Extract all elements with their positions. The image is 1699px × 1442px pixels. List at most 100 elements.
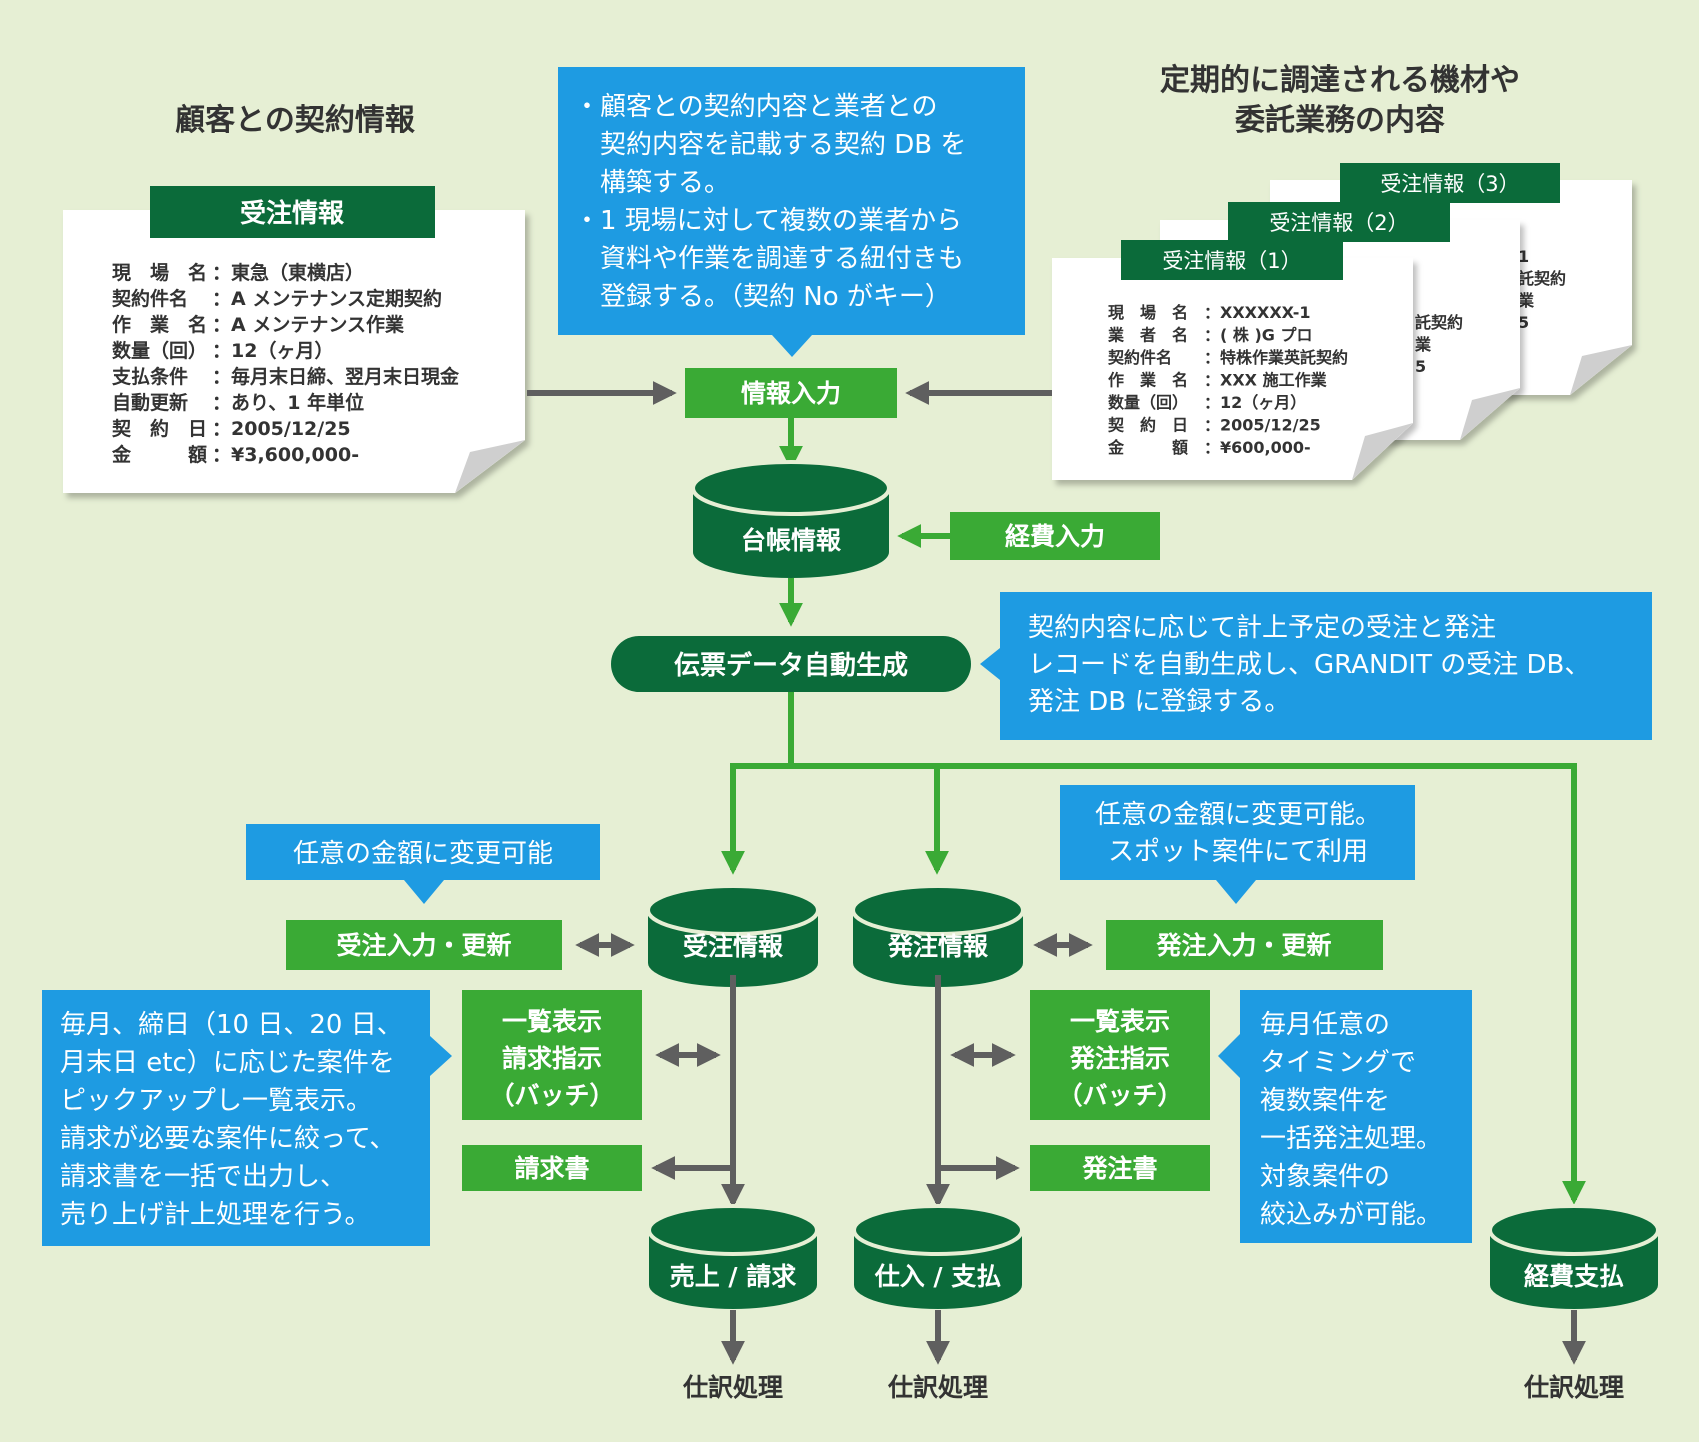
auto-generate-label: 伝票データ自動生成	[674, 650, 908, 681]
journal-output-2: 仕訳処理	[887, 1373, 988, 1402]
customer-doc-row-label-6: 自動更新	[112, 391, 188, 414]
journal-output-3: 仕訳処理	[1523, 1373, 1624, 1402]
heading-procurement-line1: 定期的に調達される機材や	[1160, 63, 1520, 98]
customer-doc-row-value-1: ：東急（東横店）	[212, 261, 364, 284]
billing-batch-line-3: （バッチ）	[489, 1081, 614, 1110]
callout-purchase-amount-change: 任意の金額に変更可能。スポット案件にて利用	[1060, 785, 1415, 904]
vendor-doc-tab-2	[1228, 202, 1450, 242]
callout-auto-generate-line-2: レコードを自動生成し、GRANDIT の受注 DB、	[1028, 650, 1590, 680]
order-update-box	[286, 920, 562, 970]
vendor-doc-row-value-5: ：12（ヶ月）	[1204, 393, 1306, 412]
vendor-doc-3-peek-line-1: 1	[1518, 247, 1529, 266]
customer-doc-row-value-6: ：あり、1 年単位	[212, 391, 364, 414]
vendor-doc-rows: 現 場 名：XXXXXX-1業 者 名：( 株 )G プロ契約件名：特株作業英託…	[1107, 303, 1348, 457]
vendor-doc-row-label-1: 現 場 名	[1108, 303, 1188, 322]
callout-purchase-batch-line-6: 絞込みが可能。	[1260, 1200, 1442, 1230]
customer-doc-title-bar	[150, 186, 435, 238]
customer-doc-row-value-4: ：12（ヶ月）	[212, 339, 333, 362]
payables-database-label: 仕入 / 支払	[874, 1262, 1002, 1291]
vendor-doc-3-peek-line-4: 5	[1518, 313, 1529, 332]
vendor-doc-tab-2-label: 受注情報（2）	[1269, 211, 1408, 235]
vendor-doc-row-label-5: 数量（回）	[1108, 393, 1188, 412]
sales-database: 売上 / 請求	[647, 1204, 819, 1309]
callout-purchase-batch-line-3: 複数案件を	[1260, 1086, 1390, 1116]
customer-doc-row-label-2: 契約件名	[111, 287, 188, 310]
heading-procurement-line2: 委託業務の内容	[1235, 103, 1445, 138]
customer-doc-row-label-3: 作 業 名	[112, 313, 207, 336]
callout-contract-db-line-6: 登録する。（契約 No がキー）	[574, 282, 951, 312]
callout-contract-db-line-4: ・1 現場に対して複数の業者から	[574, 206, 962, 236]
callout-purchase-amount-change-line-1: 任意の金額に変更可能。	[1095, 800, 1381, 830]
callout-order-amount-change-text: 任意の金額に変更可能	[293, 839, 553, 869]
purchase-order-label: 発注書	[1081, 1154, 1157, 1183]
expense-input-label: 経費入力	[1005, 522, 1105, 551]
ledger-database: 台帳情報	[691, 460, 891, 578]
callout-billing-batch-line-2: 月末日 etc）に応じた案件を	[60, 1048, 395, 1078]
callout-billing-batch: 毎月、締日（10 日、20 日、月末日 etc）に応じた案件をピックアップし一覧…	[42, 990, 452, 1246]
callout-purchase-amount-change-text: 任意の金額に変更可能。スポット案件にて利用	[1095, 800, 1381, 867]
purchase-batch-line-1: 一覧表示	[1070, 1007, 1170, 1036]
callout-order-amount-change: 任意の金額に変更可能	[246, 824, 600, 904]
vendor-doc-3-peek-line-2: 託契約	[1518, 269, 1566, 288]
callout-auto-generate-line-1: 契約内容に応じて計上予定の受注と発注	[1028, 613, 1496, 643]
callout-billing-batch-line-4: 請求が必要な案件に絞って、	[60, 1124, 395, 1154]
purchase-batch-box	[1030, 990, 1210, 1120]
info-input-label: 情報入力	[741, 379, 841, 408]
auto-generate-box	[611, 636, 971, 692]
expense-database: 経費支払	[1488, 1204, 1660, 1309]
callout-purchase-batch-line-2: タイミングで	[1260, 1048, 1416, 1078]
journal-output-1: 仕訳処理	[682, 1373, 783, 1402]
vendor-doc-2-peek-line-3: 5	[1415, 357, 1426, 376]
order-database-label: 受注情報	[683, 932, 784, 961]
vendor-doc-row-value-6: ：2005/12/25	[1204, 416, 1321, 435]
customer-doc-row-value-3: ：A メンテナンス作業	[212, 313, 405, 336]
callout-purchase-batch-line-1: 毎月任意の	[1260, 1010, 1390, 1040]
billing-batch-line-1: 一覧表示	[502, 1007, 602, 1036]
callout-billing-batch-line-3: ピックアップし一覧表示。	[60, 1086, 372, 1116]
purchase-update-label: 発注入力・更新	[1155, 931, 1331, 960]
vendor-doc-row-label-7: 金 額	[1107, 438, 1188, 457]
vendor-doc-row-label-3: 契約件名	[1107, 348, 1172, 367]
customer-doc-row-label-5: 支払条件	[111, 365, 188, 388]
callout-purchase-batch-line-5: 対象案件の	[1260, 1162, 1390, 1192]
vendor-doc-2-peek-line-1: 託契約	[1415, 313, 1463, 332]
purchase-batch-line-3: （バッチ）	[1057, 1081, 1182, 1110]
callout-purchase-amount-change-line-2: スポット案件にて利用	[1108, 837, 1368, 867]
vendor-doc-3-peek-line-3: 業	[1517, 291, 1535, 310]
callout-contract-db-text: ・顧客との契約内容と業者との 契約内容を記載する契約 DB を 構築する。・1 …	[574, 92, 966, 312]
customer-doc-row-label-4: 数量（回）	[112, 339, 207, 362]
callout-billing-batch-line-1: 毎月、締日（10 日、20 日、	[60, 1010, 403, 1040]
distribution-arrows	[721, 692, 1586, 1205]
vendor-doc-row-value-4: ：XXX 施工作業	[1204, 371, 1328, 390]
billing-batch-line-2: 請求指示	[502, 1044, 602, 1073]
customer-doc-title: 受注情報	[240, 198, 345, 229]
expense-database-label: 経費支払	[1524, 1262, 1624, 1291]
vendor-doc-row-value-7: ：¥600,000-	[1204, 438, 1311, 457]
customer-doc-row-value-5: ：毎月末日締、翌月末日現金	[212, 365, 460, 388]
billing-batch-box	[462, 990, 642, 1120]
callout-auto-generate-line-3: 発注 DB に登録する。	[1028, 687, 1290, 717]
purchase-update-box	[1106, 920, 1383, 970]
callout-contract-db: ・顧客との契約内容と業者との 契約内容を記載する契約 DB を 構築する。・1 …	[558, 67, 1025, 357]
vendor-doc-row-label-2: 業 者 名	[1107, 326, 1188, 345]
invoice-box	[462, 1145, 642, 1191]
vendor-doc-row-label-6: 契 約 日	[1107, 416, 1188, 435]
purchase-database: 発注情報	[851, 884, 1025, 987]
customer-doc-row-label-1: 現 場 名	[112, 261, 207, 284]
customer-doc-row-value-7: ：2005/12/25	[212, 418, 351, 440]
callout-order-amount-change-line-1: 任意の金額に変更可能	[293, 839, 553, 869]
vendor-doc-tab-1-label: 受注情報（1）	[1162, 249, 1301, 273]
order-update-label: 受注入力・更新	[336, 931, 511, 960]
info-input-box	[685, 368, 897, 418]
ledger-database-label: 台帳情報	[741, 526, 842, 555]
